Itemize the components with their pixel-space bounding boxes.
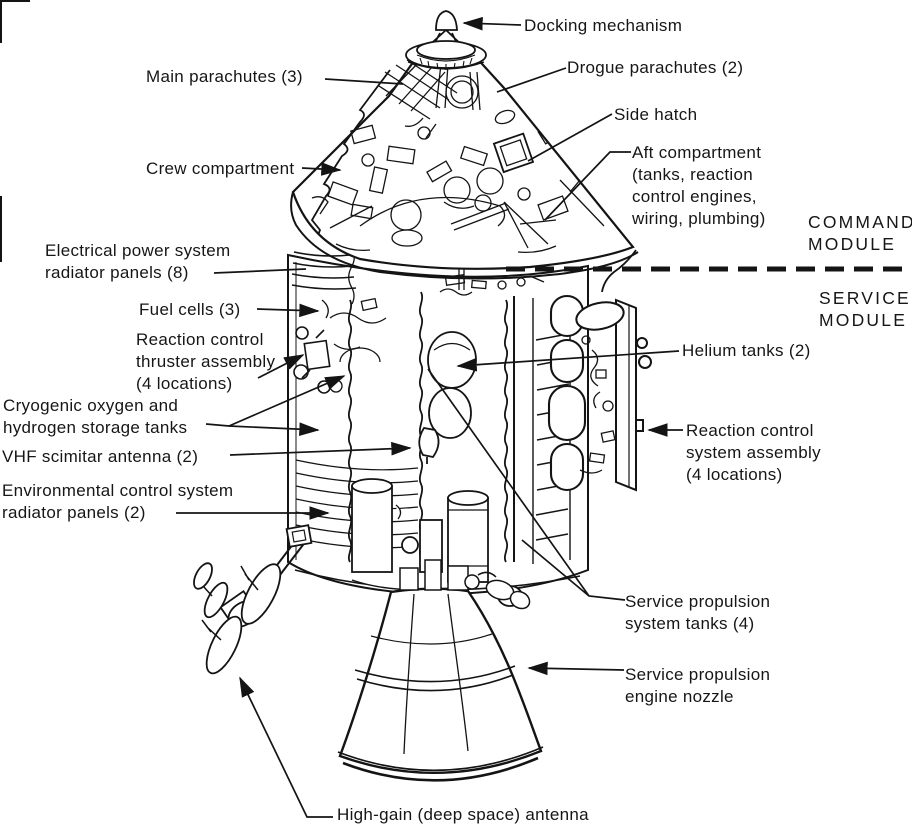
label-eps-radiator-panels: Electrical power system radiator panels …	[45, 241, 231, 282]
leader-fuel-cells	[256, 303, 320, 318]
sps-tanks-drawing	[351, 478, 523, 607]
leader-sps-tanks	[427, 368, 626, 601]
label-main-parachutes: Main parachutes (3)	[146, 67, 303, 86]
high-gain-antenna-drawing	[193, 524, 313, 675]
leader-docking-mechanism	[462, 16, 522, 31]
label-helium-tanks: Helium tanks (2)	[682, 341, 811, 360]
engine-mount-drawing	[399, 559, 531, 610]
label-sps-engine-nozzle: Service propulsion engine nozzle	[625, 665, 771, 706]
command-module-drawing	[290, 52, 639, 280]
antenna-dish	[240, 563, 282, 625]
scan-edge-artifacts	[0, 0, 30, 262]
label-vhf-scimitar-antenna: VHF scimitar antenna (2)	[2, 447, 199, 466]
leader-cryo-2	[228, 375, 346, 427]
antenna-dish	[193, 562, 213, 590]
leader-vhf-antenna	[229, 441, 412, 456]
docking-mechanism-drawing	[405, 10, 487, 70]
label-rcs-system-assembly: Reaction control system assembly (4 loca…	[686, 421, 821, 484]
engine-nozzle-drawing	[337, 559, 544, 782]
label-rcs-thruster-assembly: Reaction control thruster assembly (4 lo…	[136, 330, 276, 393]
leader-high-gain	[239, 676, 333, 818]
label-env-radiator-panels: Environmental control system radiator pa…	[2, 481, 234, 522]
leader-drogue-parachutes	[496, 67, 567, 93]
label-aft-compartment: Aft compartment (tanks, reaction control…	[632, 143, 766, 228]
label-high-gain-antenna: High-gain (deep space) antenna	[337, 805, 589, 824]
vhf-scimitar-antenna-drawing	[418, 427, 440, 464]
leader-cryo-stem	[205, 423, 230, 427]
leader-helium-tanks	[456, 350, 680, 372]
heading-service-module: SERVICE MODULE	[819, 288, 911, 330]
aft-heat-shield-rim	[290, 191, 639, 280]
leader-lines	[176, 16, 683, 818]
label-sps-tanks: Service propulsion system tanks (4)	[625, 592, 771, 633]
leader-side-hatch	[527, 113, 613, 162]
leader-crew-compartment	[301, 162, 342, 176]
leader-aft-compartment	[544, 151, 631, 221]
heading-command-module: COMMAND MODULE	[808, 212, 912, 254]
leader-main-parachutes	[324, 78, 404, 85]
rcs-door-panel-drawing	[575, 298, 652, 492]
label-fuel-cells: Fuel cells (3)	[139, 300, 241, 319]
label-crew-compartment: Crew compartment	[146, 159, 295, 178]
leader-sps-nozzle	[527, 661, 625, 676]
label-cryogenic-tanks: Cryogenic oxygen and hydrogen storage ta…	[3, 396, 188, 437]
antenna-dish	[205, 615, 243, 675]
label-side-hatch: Side hatch	[614, 105, 698, 124]
rcs-propellant-tanks-drawing	[547, 294, 587, 492]
antenna-dish	[203, 581, 229, 619]
label-drogue-parachutes: Drogue parachutes (2)	[567, 58, 744, 77]
leader-eps-radiator	[213, 268, 307, 274]
label-docking-mechanism: Docking mechanism	[524, 16, 683, 35]
leader-rcs-thruster	[257, 354, 305, 379]
service-module-drawing	[287, 247, 637, 607]
leader-cryo-1	[228, 422, 320, 436]
